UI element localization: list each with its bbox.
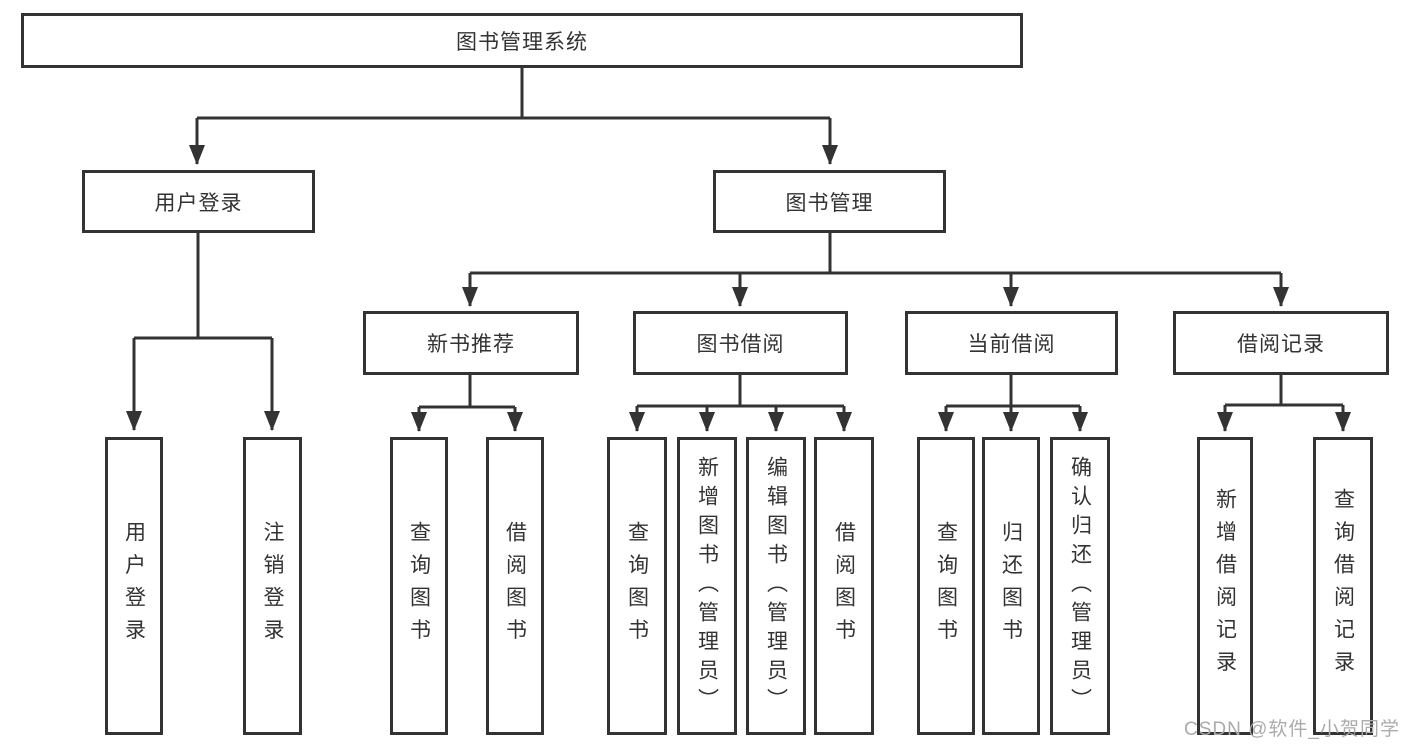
node-user-login-label: 用户登录 (154, 191, 243, 215)
leaf-edit-book-admin: 编辑图书（管理员） (746, 437, 806, 735)
leaf-return-book: 归还图书 (982, 437, 1040, 735)
leaf-edit-book-admin-label: 编辑图书（管理员） (764, 455, 788, 717)
leaf-borrow-book-label: 借阅图书 (832, 520, 856, 652)
leaf-query-book-current: 查询图书 (917, 437, 975, 735)
leaf-user-login: 用户登录 (105, 437, 163, 735)
node-book-management: 图书管理 (713, 170, 946, 233)
leaf-borrow-book: 借阅图书 (814, 437, 874, 735)
leaf-query-borrow-record: 查询借阅记录 (1313, 437, 1373, 735)
node-new-book-recommend: 新书推荐 (363, 311, 579, 375)
node-new-book-recommend-label: 新书推荐 (427, 333, 515, 356)
leaf-query-borrow-record-label: 查询借阅记录 (1331, 488, 1355, 684)
node-book-management-label: 图书管理 (785, 191, 874, 215)
leaf-user-login-label: 用户登录 (122, 520, 146, 652)
leaf-borrow-book-recommend-label: 借阅图书 (503, 520, 527, 652)
leaf-query-book-recommend-label: 查询图书 (407, 520, 431, 652)
node-book-borrow: 图书借阅 (633, 311, 848, 375)
leaf-add-book-admin: 新增图书（管理员） (677, 437, 737, 735)
leaf-query-book-borrow-label: 查询图书 (625, 520, 649, 652)
leaf-add-borrow-record-label: 新增借阅记录 (1213, 488, 1237, 684)
node-root-label: 图书管理系统 (456, 30, 588, 54)
leaf-borrow-book-recommend: 借阅图书 (486, 437, 544, 735)
node-book-borrow-label: 图书借阅 (696, 333, 785, 356)
leaf-query-book-current-label: 查询图书 (934, 520, 958, 652)
leaf-logout-label: 注销登录 (261, 520, 284, 652)
leaf-return-book-label: 归还图书 (999, 520, 1023, 652)
node-borrow-record-label: 借阅记录 (1237, 333, 1325, 356)
node-root: 图书管理系统 (21, 13, 1023, 68)
leaf-query-book-borrow: 查询图书 (607, 437, 667, 735)
node-current-borrow: 当前借阅 (905, 311, 1118, 375)
leaf-add-book-admin-label: 新增图书（管理员） (695, 455, 719, 717)
node-borrow-record: 借阅记录 (1173, 311, 1389, 375)
leaf-logout: 注销登录 (243, 437, 302, 735)
leaf-query-book-recommend: 查询图书 (390, 437, 448, 735)
watermark: CSDN @软件_小贺同学 (1184, 719, 1400, 740)
leaf-confirm-return-admin-label: 确认归还（管理员） (1068, 455, 1092, 717)
leaf-add-borrow-record: 新增借阅记录 (1197, 437, 1253, 735)
node-user-login: 用户登录 (82, 170, 315, 233)
node-current-borrow-label: 当前借阅 (967, 333, 1056, 356)
leaf-confirm-return-admin: 确认归还（管理员） (1050, 437, 1110, 735)
